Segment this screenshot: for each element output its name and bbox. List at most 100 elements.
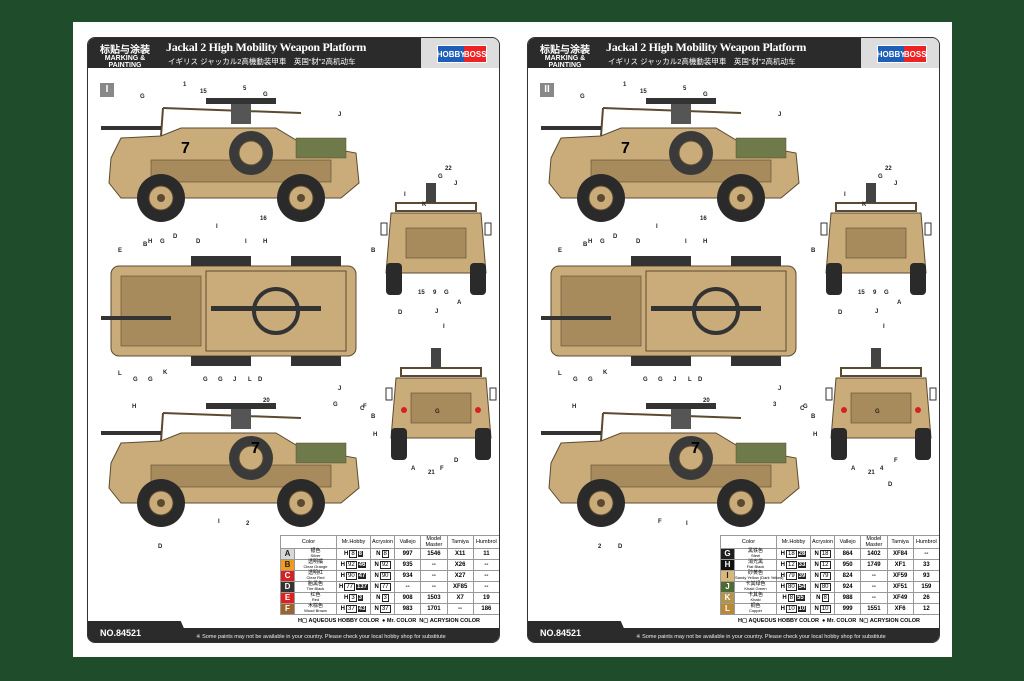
- callout-label: F: [440, 466, 444, 472]
- rear-view: [825, 348, 937, 460]
- vallejo-code: 924: [833, 581, 862, 593]
- column-header: Acrysion: [370, 535, 395, 549]
- callout-label: G: [580, 94, 585, 100]
- callout-label: J: [338, 112, 341, 118]
- callout-label: G: [643, 377, 648, 383]
- color-letter: L: [720, 603, 735, 615]
- instruction-panel-1: 标贴与涂装 MARKING & PAINTING Jackal 2 High M…: [87, 37, 500, 643]
- callout-label: I: [216, 224, 218, 230]
- callout-label: D: [636, 239, 641, 245]
- color-letter: E: [280, 592, 295, 604]
- callout-label: 22: [885, 166, 892, 172]
- column-header: Mr.Hobby: [336, 535, 371, 549]
- callout-label: 15: [640, 89, 647, 95]
- header-cn-title: 标贴与涂装: [540, 45, 590, 56]
- page-title: Jackal 2 High Mobility Weapon Platform: [166, 40, 367, 54]
- tamiya-code: XF6: [886, 603, 914, 615]
- color-name-en: Steel: [750, 553, 761, 559]
- color-name-en: Khaki Green: [744, 586, 767, 592]
- column-header: Vallejo: [393, 535, 422, 549]
- rear-view: [385, 348, 497, 460]
- vallejo-code: 824: [833, 570, 862, 582]
- humbrol-code: 19: [472, 592, 499, 604]
- callout-label: H: [703, 239, 707, 245]
- mm-code: --: [860, 592, 888, 604]
- callout-label: H: [148, 239, 152, 245]
- column-header: Mr.Hobby: [776, 535, 811, 549]
- color-name-cn: 透明橘: [307, 559, 323, 566]
- callout-label: B: [143, 242, 148, 248]
- tamiya-code: X7: [446, 592, 474, 604]
- callout-label: G: [658, 377, 663, 383]
- instruction-sheet: 标贴与涂装 MARKING & PAINTING Jackal 2 High M…: [73, 22, 952, 657]
- callout-label: B: [811, 414, 816, 420]
- callout-label: C: [360, 406, 365, 412]
- color-name-en: Copper: [748, 608, 763, 614]
- callout-label: D: [398, 310, 403, 316]
- vallejo-code: 935: [393, 559, 422, 571]
- paint-availability-note: ※ Some paints may not be available in yo…: [196, 634, 446, 640]
- tamiya-code: X27: [446, 570, 474, 582]
- color-name-en: Red: [311, 597, 320, 603]
- callout-label: G: [140, 94, 145, 100]
- vehicle-number: 7: [181, 140, 190, 157]
- callout-label: D: [258, 377, 263, 383]
- humbrol-code: 26: [912, 592, 939, 604]
- vallejo-code: 908: [393, 592, 422, 604]
- color-header: Color: [720, 535, 777, 549]
- callout-label: I: [883, 324, 885, 330]
- callout-label: J: [233, 377, 236, 383]
- mm-code: --: [420, 570, 448, 582]
- callout-label: H: [373, 432, 377, 438]
- side-view: 7: [541, 403, 800, 527]
- panel-header: 标贴与涂装 MARKING & PAINTING Jackal 2 High M…: [88, 38, 499, 69]
- vallejo-code: 934: [393, 570, 422, 582]
- side-view: 7: [541, 98, 800, 222]
- humbrol-code: 186: [472, 603, 499, 615]
- vallejo-code: 988: [833, 592, 862, 604]
- column-header: Acrysion: [810, 535, 835, 549]
- callout-label: G: [133, 377, 138, 383]
- tamiya-code: XF1: [886, 559, 914, 571]
- callout-label: 21: [868, 470, 875, 476]
- mm-code: 1749: [860, 559, 888, 571]
- scheme-badge: II: [540, 83, 554, 97]
- callout-label: 15: [858, 290, 865, 296]
- page-subtitle: イギリス ジャッカル2高機動装甲車 英国“豺”2高机动车: [608, 57, 796, 66]
- tamiya-code: XF49: [886, 592, 914, 604]
- callout-label: 16: [260, 216, 267, 222]
- callout-label: J: [338, 386, 341, 392]
- product-number: NO.84521: [528, 621, 631, 642]
- vehicle-number: 7: [621, 140, 630, 157]
- top-view: [101, 256, 357, 366]
- callout-label: I: [218, 519, 220, 525]
- callout-label: G: [878, 174, 883, 180]
- color-name-cn: 木棕色: [307, 603, 323, 610]
- callout-label: I: [656, 224, 658, 230]
- page-subtitle: イギリス ジャッカル2高機動装甲車 英国“豺”2高机动车: [168, 57, 356, 66]
- callout-label: H: [132, 404, 136, 410]
- callout-label: 16: [700, 216, 707, 222]
- color-name-cn: 透明红: [307, 570, 323, 577]
- callout-label: 4: [880, 466, 884, 472]
- color-letter: F: [280, 603, 295, 615]
- callout-label: E: [118, 248, 122, 254]
